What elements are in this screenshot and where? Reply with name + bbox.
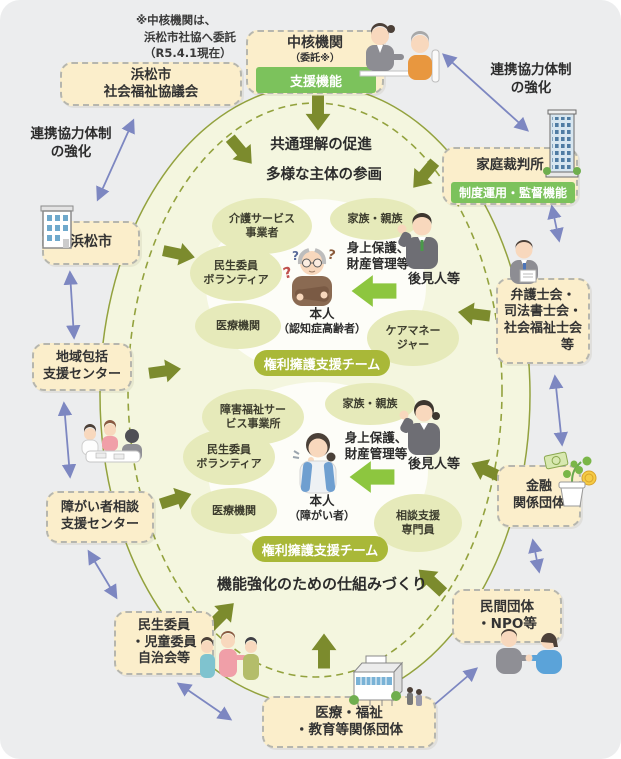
headline-mechanism-building: 機能強化のための仕組みづくり: [216, 575, 427, 593]
guardian-woman-icon: [399, 400, 440, 455]
bubble-volunteer-2: 民生委員 ボランティア: [183, 429, 275, 485]
disabled-person-icon: [292, 433, 337, 494]
delegation-note: ※中核機関は、 浜松市社協へ委託 （R5.4.1現在）: [136, 13, 236, 61]
label-cooperation-right: 連携協力体制 の強化: [490, 62, 572, 96]
box-community-support-center: 地域包括 支援センター: [32, 343, 132, 391]
label-support-function: 支援機能: [256, 67, 376, 93]
link-minsei-iryo: [176, 682, 233, 721]
guardian-man-icon: [397, 213, 438, 269]
meeting-icon: [81, 420, 142, 463]
hospital-icon: [349, 655, 422, 706]
box-social-welfare-council: 浜松市 社会福祉協議会: [60, 62, 242, 106]
bubble-volunteer-1: 民生委員 ボランティア: [190, 245, 282, 301]
bubble-consult-specialist: 相談支援 専門員: [374, 494, 462, 552]
label-person-2: 本人 （障がい者）: [289, 493, 355, 523]
money-plant-icon: [543, 451, 597, 507]
link-bengoshi-kinyu: [549, 374, 568, 447]
question-mark: ?: [281, 263, 294, 283]
label-protection-1: 身上保護、 財産管理等: [346, 240, 410, 272]
box-welfare-commissioners: 民生委員 ・児童委員 自治会等: [114, 611, 214, 675]
question-mark: ?: [292, 249, 299, 263]
headline-diverse-participation: 多様な主体の参画: [266, 167, 382, 183]
link-kinyu-minkan: [528, 538, 544, 574]
pill-rights-team-1: 権利擁護支援チーム: [254, 350, 390, 376]
city-building-icon: [40, 205, 74, 249]
pill-rights-team-2: 権利擁護支援チーム: [252, 536, 388, 562]
link-chukaku-court: [441, 53, 530, 132]
link-chiiki-shogai: [57, 401, 77, 479]
bubble-medical-2: 医療機関: [191, 488, 277, 534]
link-shakyo-hamamatsu: [96, 118, 135, 202]
headline-common-understanding: 共通理解の促進: [270, 137, 372, 153]
talking-people-icon: [200, 631, 259, 680]
label-protection-2: 身上保護、 財産管理等: [344, 430, 408, 462]
bubble-family-2: 家族・親族: [325, 383, 415, 425]
label-person-1: 本人 （認知症高齢者）: [278, 306, 366, 336]
link-shogai-minsei: [87, 549, 118, 600]
handshake-icon: [496, 629, 562, 674]
label-guardian-1: 後見人等: [407, 272, 460, 287]
bubble-care-manager: ケアマネー ジャー: [367, 310, 459, 366]
court-building-icon: [543, 109, 581, 178]
consultation-icon: [359, 23, 440, 83]
label-cooperation-left: 連携協力体制 の強化: [30, 126, 112, 160]
label-system-supervision: 制度運用・監督機能: [451, 182, 575, 203]
elderly-person-icon: ? ? ?: [281, 248, 337, 306]
link-hamamatsu-chiiki: [63, 270, 81, 340]
label-guardian-2: 後見人等: [407, 457, 460, 472]
box-disability-consult-center: 障がい者相談 支援センター: [46, 491, 154, 543]
box-legal-associations: 弁護士会・ 司法書士会・ 社会福祉士会 等: [496, 278, 590, 364]
lawyer-icon: [510, 240, 538, 284]
link-court-bengoshi: [547, 204, 564, 243]
bubble-medical-1: 医療機関: [195, 303, 281, 349]
bubble-care-service: 介護サービス 事業者: [212, 198, 312, 254]
question-mark: ?: [326, 248, 337, 264]
box-medical-welfare-education: 医療・福祉 ・教育等関係団体: [262, 696, 436, 748]
